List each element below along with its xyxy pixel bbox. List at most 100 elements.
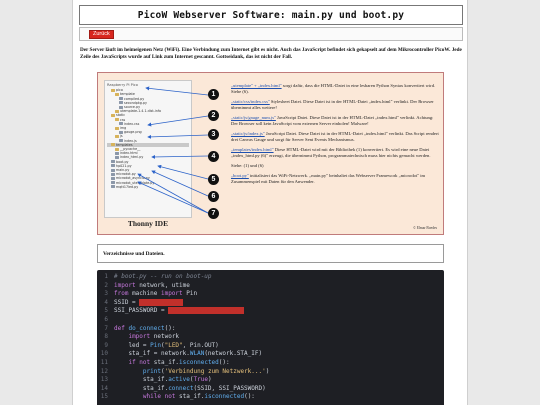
- tree-item[interactable]: utemplate-1.4.1.dist-info: [107, 109, 189, 113]
- tree-item[interactable]: index_html.py: [107, 155, 189, 159]
- tree-item[interactable]: hp021.py: [107, 164, 189, 168]
- code-token: import: [160, 290, 183, 298]
- code-token: True: [193, 376, 208, 384]
- code-token: ): [265, 367, 270, 375]
- tree-item[interactable]: pico: [107, 88, 189, 92]
- code-token: sta_if.: [114, 384, 169, 392]
- tree-item[interactable]: css: [107, 118, 189, 122]
- code-token: WLAN: [189, 350, 205, 358]
- code-token: ():: [218, 358, 230, 366]
- tree-item[interactable]: templates: [107, 142, 189, 148]
- code-line: 1# boot.py -- run on boot-up: [97, 273, 444, 282]
- tree-item[interactable]: main.py: [107, 168, 189, 172]
- tree-item[interactable]: js: [107, 134, 189, 138]
- note-4: „static/js/index.js" JavaScript Datei. D…: [231, 131, 439, 143]
- marker-1: 1: [208, 89, 219, 100]
- code-token: [114, 368, 143, 375]
- code-text: print('Verbindung zum Netzwerk...'): [114, 368, 269, 377]
- tree-item-label: index.js: [124, 138, 137, 143]
- code-token: ():: [244, 393, 255, 401]
- tree-item[interactable]: gauge.png: [107, 130, 189, 134]
- code-text: import network, utime: [114, 282, 190, 291]
- tree-item[interactable]: boot.py: [107, 160, 189, 164]
- note-file-ref: „static/js/gauge_num.js": [231, 115, 276, 120]
- note-file-ref: „boot.py": [231, 173, 249, 178]
- tree-item-label: static: [116, 113, 126, 118]
- tree-item-label: microdot_asyncio.py: [116, 176, 150, 181]
- code-text: # boot.py -- run on boot-up: [114, 273, 212, 282]
- code-token: [114, 359, 128, 366]
- code-token: "●●●●●●●●●●●●●●●●●●●": [168, 307, 245, 315]
- file-icon: [115, 151, 119, 155]
- file-icon: [115, 156, 119, 160]
- tree-item-label: templates: [116, 142, 133, 147]
- tree-item-label: img: [120, 126, 127, 131]
- tree-item[interactable]: index.css: [107, 122, 189, 126]
- line-number: 13: [100, 376, 108, 384]
- code-line: 15 while not sta_if.isconnected():: [97, 393, 444, 402]
- folder-icon: [111, 114, 115, 118]
- tree-item-label: css: [120, 117, 126, 122]
- tree-item[interactable]: microdot_asyncio.py: [107, 176, 189, 180]
- file-icon: [119, 130, 123, 134]
- code-token: network: [150, 333, 180, 341]
- tree-item[interactable]: source.py: [107, 105, 189, 109]
- code-token: do_connect: [128, 324, 165, 332]
- code-text: sta_if = network.WLAN(network.STA_IF): [114, 350, 262, 359]
- folder-icon: [115, 118, 119, 122]
- tree-item-label: microdot.py: [116, 172, 136, 177]
- tree-item-label: mqtt17led.py: [116, 184, 139, 189]
- tree-item-label: pico: [116, 88, 123, 93]
- file-icon: [119, 105, 123, 109]
- code-text: sta_if.active(True): [114, 376, 212, 385]
- line-number: 7: [104, 324, 108, 332]
- section-box: Verzeichnisse und Dateien.: [97, 244, 444, 263]
- file-icon: [111, 177, 115, 181]
- note-1: „utemplate" + „index.html" sorgt dafür, …: [231, 83, 439, 95]
- tree-item-label: boot.py: [116, 159, 129, 164]
- folder-icon: [115, 126, 119, 130]
- nav-bar: Zurück: [79, 27, 463, 41]
- note-file-ref: „utemplate" + „index.html": [231, 83, 282, 88]
- code-token: import: [114, 281, 136, 289]
- tree-item[interactable]: static: [107, 113, 189, 117]
- tree-item[interactable]: __pycache__: [107, 147, 189, 151]
- code-token: , Pin.OUT): [182, 341, 219, 349]
- line-number: 8: [104, 333, 108, 341]
- diagram-caption: Thonny IDE: [127, 219, 169, 228]
- file-icon: [119, 101, 123, 105]
- code-token: isconnected: [204, 393, 245, 401]
- note-text: sorgt dafür, dass die HTML-Datei in eine…: [231, 83, 436, 94]
- notes: „utemplate" + „index.html" sorgt dafür, …: [231, 83, 439, 189]
- marker-5: 5: [208, 174, 219, 185]
- tree-item[interactable]: mqtt17led.py: [107, 185, 189, 189]
- code-token: (network.STA_IF): [204, 350, 263, 358]
- tree-item[interactable]: template: [107, 92, 189, 96]
- tree-item[interactable]: img: [107, 126, 189, 130]
- note-2: „static/css/index.css" Stylesheet Datei.…: [231, 99, 439, 111]
- line-number: 3: [104, 290, 108, 298]
- back-button[interactable]: Zurück: [89, 30, 114, 39]
- code-text: while not sta_if.isconnected():: [114, 393, 255, 402]
- tree-item[interactable]: index.js: [107, 139, 189, 143]
- marker-7: 7: [208, 208, 219, 219]
- code-token: 'Verbindung zum Netzwerk...': [164, 367, 266, 375]
- code-token: sta_if.: [150, 358, 180, 366]
- tree-item-label: microdot_utemplate.py: [116, 180, 155, 185]
- tree-item[interactable]: secondpkg.py: [107, 101, 189, 105]
- tree-item[interactable]: microdot_utemplate.py: [107, 181, 189, 185]
- code-token: "LED": [164, 341, 183, 349]
- code-token: Pin: [150, 341, 161, 349]
- note-text: Stylesheet Datei. Diese Datei ist in der…: [231, 99, 434, 110]
- file-tree-header: Raspberry Pi Pico: [107, 83, 138, 87]
- tree-item-label: utemplate-1.4.1.dist-info: [120, 109, 161, 114]
- code-line: 9 led = Pin("LED", Pin.OUT): [97, 342, 444, 351]
- tree-item[interactable]: compiled.py: [107, 97, 189, 101]
- copyright: © Elmar Boedes: [413, 226, 437, 230]
- tree-item[interactable]: microdot.py: [107, 172, 189, 176]
- tree-item[interactable]: index.html: [107, 151, 189, 155]
- code-token: print: [142, 367, 161, 375]
